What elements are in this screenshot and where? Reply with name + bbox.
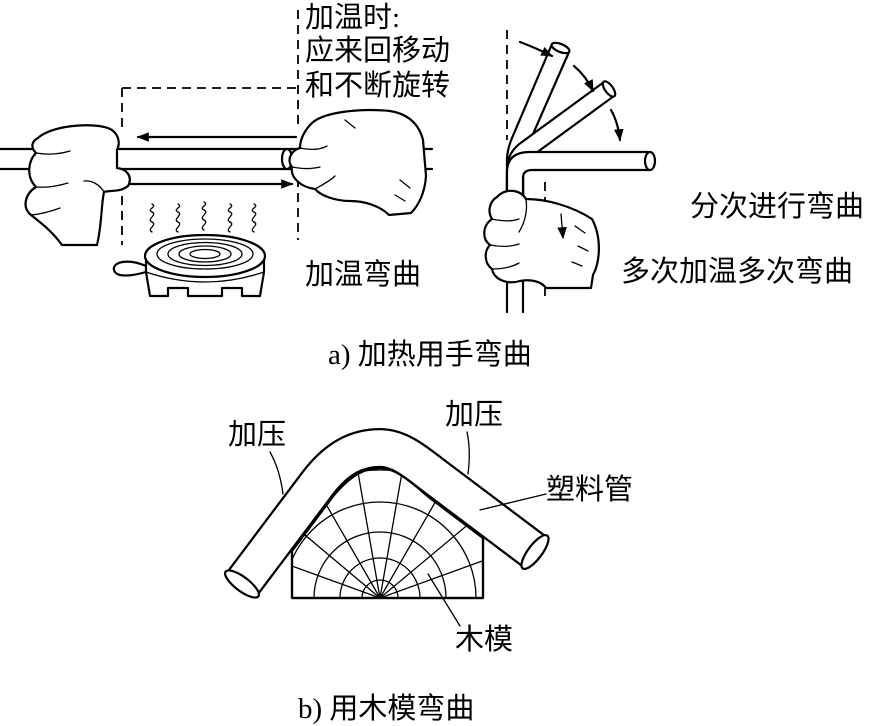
finger-crease: [35, 182, 69, 188]
bend-arrow: [609, 108, 624, 142]
press-left-leader: [269, 451, 284, 495]
grain-ray: [292, 522, 381, 598]
pipe-leader: [479, 493, 547, 511]
right-hand: [288, 108, 428, 217]
pipe-body: [227, 430, 546, 595]
caption-b: b) 用木模弯曲: [298, 693, 475, 725]
grain-ray: [379, 468, 419, 598]
heat-wave: [149, 203, 155, 233]
pipe-end-cap: [223, 569, 261, 599]
pipe-end-cap: [601, 80, 617, 98]
pipe-end-cap: [643, 150, 657, 172]
grain-ray: [379, 522, 483, 598]
press-down-arrow: [557, 213, 567, 240]
heat-waves: [149, 201, 257, 233]
bent-plastic-pipe: [223, 428, 550, 599]
press-label-left: 加压: [228, 419, 287, 451]
thumb-crease: [518, 198, 528, 233]
heat-wave: [201, 201, 207, 231]
heating-coil: [178, 245, 232, 263]
bend-arrow: [572, 64, 595, 93]
grain-ray: [379, 468, 483, 598]
heating-coil: [189, 248, 221, 260]
grain-arc: [292, 469, 483, 598]
bent-pipe: [505, 150, 652, 202]
grain-arc: [313, 531, 447, 598]
heating-coil: [167, 241, 243, 267]
heating-note-line-1: 加温时:: [305, 2, 401, 34]
finger-crease: [291, 166, 321, 170]
heating-note-line-2: 应来回移动: [305, 35, 451, 67]
finger-crease: [314, 175, 336, 190]
finger-crease: [30, 207, 61, 216]
heating-note-line-3: 和不断旋转: [305, 70, 451, 102]
finger-crease: [491, 218, 520, 222]
heating-coil: [156, 238, 254, 270]
grain-arc: [361, 579, 399, 598]
left-hand: [24, 124, 131, 247]
heating-zone-guides: [121, 10, 299, 245]
grain-arc: [292, 501, 477, 598]
finger-crease: [35, 150, 71, 155]
grain-arc: [339, 557, 421, 598]
power-cord: [112, 260, 148, 277]
pipe-end-cap: [550, 41, 571, 55]
hand-outline: [288, 108, 428, 217]
caption-a: a) 加热用手弯曲: [328, 339, 532, 371]
repeat-heating-label: 多次加温多次弯曲: [621, 256, 854, 288]
electric-stove: [112, 233, 267, 298]
thumb-crease: [83, 180, 105, 193]
hand-shading: [571, 225, 589, 267]
hand-outline: [24, 124, 131, 247]
gripping-hand: [483, 189, 600, 290]
heat-wave: [175, 203, 181, 233]
wooden-mold-label: 木模: [455, 624, 514, 656]
press-right-leader: [466, 431, 470, 475]
stove-rim: [143, 233, 267, 279]
heat-wave: [251, 203, 257, 233]
bend-step-3: [505, 150, 657, 202]
hand-outline: [483, 189, 600, 290]
finger-crease: [489, 243, 520, 248]
heat-wave: [227, 203, 233, 233]
leader-lines: [269, 431, 547, 627]
bend-arrow: [518, 40, 554, 58]
heating-label: 加温弯曲: [305, 259, 422, 291]
pipe-end-cap: [520, 533, 550, 571]
plastic-pipe-label: 塑料管: [546, 474, 634, 506]
press-label-right: 加压: [445, 399, 504, 431]
finger-crease: [299, 145, 328, 150]
mold-leader: [427, 573, 461, 627]
grain-ray: [341, 468, 381, 598]
stepwise-bending-label: 分次进行弯曲: [690, 191, 865, 223]
finger-crease: [491, 262, 520, 270]
bend-arrows: [518, 40, 624, 142]
stove-band: [145, 271, 265, 283]
hand-shading: [344, 119, 411, 202]
